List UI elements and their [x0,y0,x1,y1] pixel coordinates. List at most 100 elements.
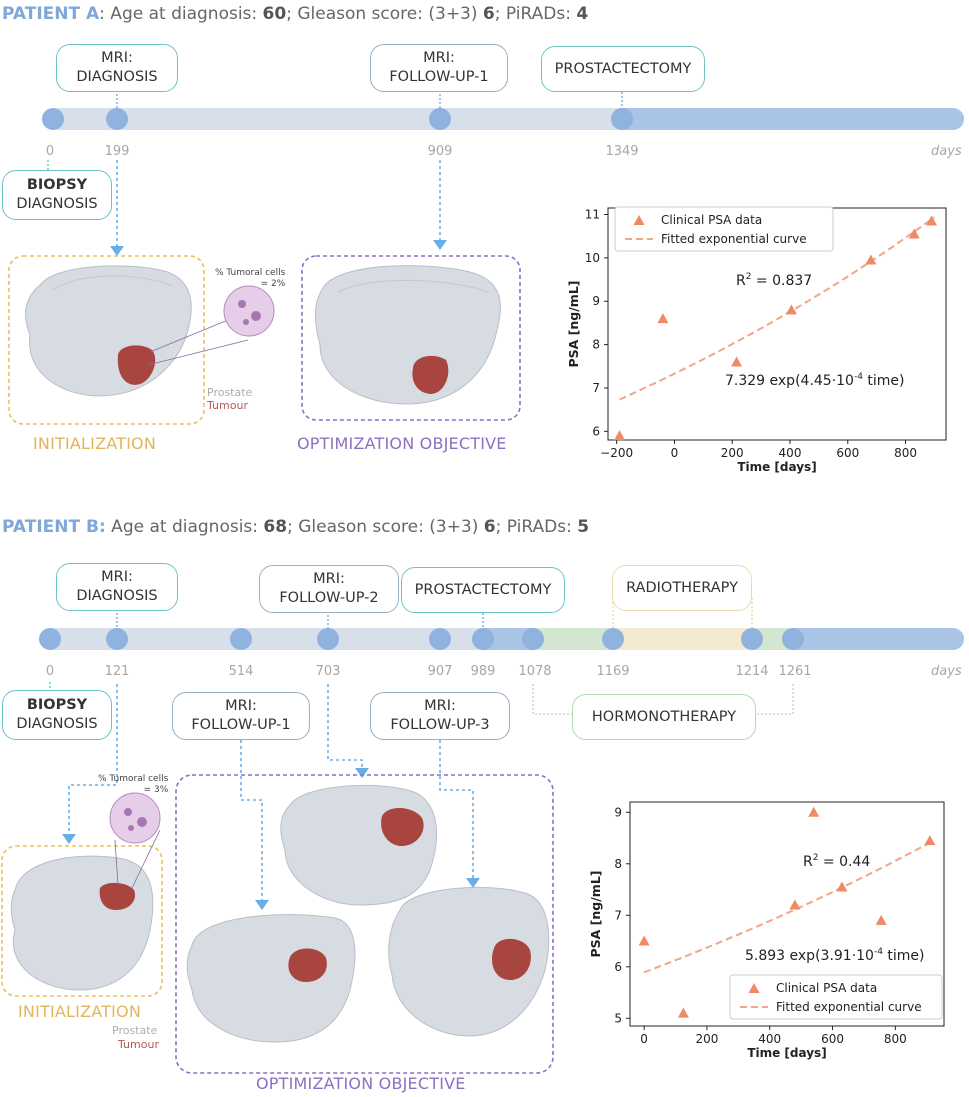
init-a-label: INITIALIZATION [33,434,156,453]
legend-label-fit: Fitted exponential curve [776,1000,922,1014]
x-tick-label: −200 [600,446,633,460]
patient-a-age: 60 [262,4,287,24]
y-axis-label: PSA [ng/mL] [588,870,603,957]
r2-sup: 2 [813,853,819,863]
mri-diagnosis-a-line1: MRI: [101,50,133,66]
tumoral-cells-a-line1: % Tumoral cells [215,268,286,278]
legend-label-data: Clinical PSA data [661,213,762,227]
plot-frame [629,801,945,1027]
patient-a-gleason-label: ; Gleason score: (3+3) [286,4,483,24]
psa-data-point [657,313,669,324]
patient-b-gleason-label: ; Gleason score: (3+3) [287,517,484,537]
timeline-a-dot-1349 [611,108,633,130]
x-tick-label: 0 [640,1032,648,1046]
fitted-curve [643,841,931,974]
tumoral-cells-a-line2: = 2% [260,279,286,289]
patient-b-label: PATIENT B: [2,517,106,537]
fit-equation: 7.329 exp(4.45·10-4 time) [725,372,905,389]
hormonotherapy-b-text: HORMONOTHERAPY [591,708,737,725]
tumoral-cells-b: % Tumoral cells = 3% [98,774,168,796]
psa-data-point [808,806,820,817]
opt-a-label: OPTIMIZATION OBJECTIVE [297,434,507,453]
opt-b-frame [175,774,554,1074]
legend-marker-data [633,215,645,225]
tick-b-1261: 1261 [778,664,812,679]
prostate-legend-b: Prostate [112,1024,158,1037]
radiotherapy-b-text: RADIOTHERAPY [626,579,738,596]
biopsy-a-line2: DIAGNOSIS [16,196,98,212]
r2-annotation: R2 = 0.837 [736,272,812,289]
r2-annotation: R2 = 0.44 [803,853,870,870]
biopsy-b-box: BIOPSY DIAGNOSIS [2,690,112,740]
psa-data-point [614,430,626,441]
patient-b-gleason: 6 [483,517,496,537]
patient-a-label: PATIENT A [2,4,100,24]
timeline-b-dot-907 [429,628,451,650]
prostate-legend-a: Prostate [207,386,253,399]
tumoral-cells-a: % Tumoral cells = 2% [215,268,285,290]
mri-followup1-b-box: MRI: FOLLOW-UP-1 [172,692,310,740]
tick-b-1214: 1214 [735,664,769,679]
tumour-legend-a: Tumour [207,399,248,412]
psa-data-point [789,899,801,910]
tumour-legend-b: Tumour [118,1038,159,1051]
patient-a-age-label: Age at diagnosis: [104,4,263,24]
timeline-b-dot-1214 [741,628,763,650]
timeline-b-dot-514 [230,628,252,650]
x-tick-label: 0 [671,446,679,460]
prostatectomy-b-text: PROSTACTECTOMY [414,581,552,598]
y-tick-label: 7 [614,908,622,922]
prostate-a-opt [315,265,501,405]
x-tick-label: 400 [779,446,802,460]
x-tick-label: 200 [721,446,744,460]
legend-marker-data [748,983,760,993]
timeline-b-dot-1078 [522,628,544,650]
psa-data-point [924,835,936,846]
tick-b-907: 907 [427,664,453,679]
timeline-a-dot-909 [429,108,451,130]
psa-data-point [865,254,877,265]
legend-label-data: Clinical PSA data [776,981,877,995]
timeline-b-dot-703 [317,628,339,650]
mri-diagnosis-a-line2: DIAGNOSIS [76,69,158,85]
tick-b-989: 989 [470,664,496,679]
timeline-b-dot-1261 [782,628,804,650]
patient-a-timeline-graphics [8,90,964,425]
mri-followup1-a-line1: MRI: [423,50,455,66]
tick-a-1349: 1349 [605,144,639,159]
y-axis-label: PSA [ng/mL] [566,280,581,367]
tumour-b-fu2 [381,807,424,846]
histology-b [109,792,161,844]
timeline-a-bar-dark [620,108,964,130]
legend-label-fit: Fitted exponential curve [661,232,807,246]
fit-suffix: time) [863,373,905,389]
y-tick-label: 6 [592,424,600,438]
opt-b-label: OPTIMIZATION OBJECTIVE [256,1074,466,1093]
tick-a-0: 0 [45,144,55,159]
fit-sup: -4 [874,947,883,957]
x-tick-label: 800 [884,1032,907,1046]
r2-sup: 2 [746,272,752,282]
prostate-b-fu2 [280,784,438,906]
mri-followup1-b-line1: MRI: [225,698,257,714]
r2-label: R [736,273,746,289]
psa-data-point [926,215,938,226]
units-b: days [931,664,962,679]
mri-followup1-a-box: MRI: FOLLOW-UP-1 [370,44,508,92]
prostatectomy-a-text: PROSTACTECTOMY [554,60,692,77]
mri-followup2-b-line1: MRI: [313,571,345,587]
timeline-b-dot-121 [106,628,128,650]
fit-suffix: time) [883,948,925,964]
r2-label: R [803,854,813,870]
x-tick-label: 200 [695,1032,718,1046]
tumour-b-fu1 [288,948,327,982]
mri-followup2-b-line2: FOLLOW-UP-2 [279,590,379,606]
mri-followup1-b-line2: FOLLOW-UP-1 [191,717,291,733]
tumour-b-fu3 [491,938,531,980]
fit-prefix: 7.329 exp(4.45·10 [725,373,854,389]
patient-a-gleason: 6 [482,4,495,24]
biopsy-b-line1: BIOPSY [26,697,88,713]
